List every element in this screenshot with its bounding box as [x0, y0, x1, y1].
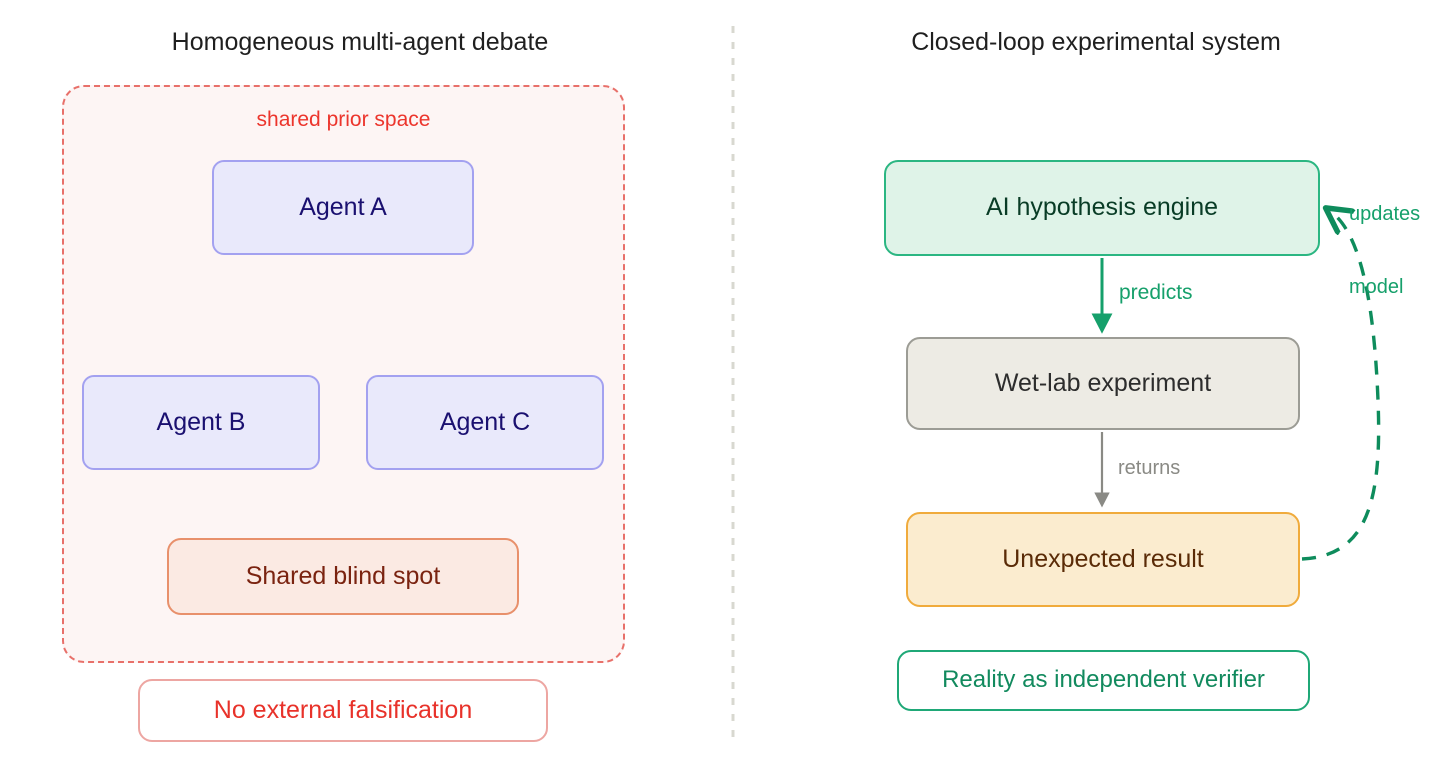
edge-label-updates-line1: updates — [1349, 202, 1421, 225]
node-wet-lab-experiment[interactable]: Wet-lab experiment — [906, 337, 1300, 430]
node-ai-hypothesis-engine[interactable]: AI hypothesis engine — [884, 160, 1320, 256]
node-agent-c[interactable]: Agent C — [366, 375, 604, 470]
node-reality-as-independent-verifier[interactable]: Reality as independent verifier — [897, 650, 1310, 711]
right-panel-title: Closed-loop experimental system — [911, 28, 1281, 56]
shared-prior-space-label: shared prior space — [256, 108, 431, 131]
edge-label-predicts: predicts — [1119, 281, 1193, 304]
edge-label-updates-model: updates model — [1349, 153, 1420, 348]
node-agent-b[interactable]: Agent B — [82, 375, 320, 470]
edge-label-updates-line2: model — [1349, 275, 1404, 298]
node-no-external-falsification[interactable]: No external falsification — [138, 679, 548, 742]
node-agent-a[interactable]: Agent A — [212, 160, 474, 255]
edge-label-returns: returns — [1118, 457, 1181, 479]
node-unexpected-result[interactable]: Unexpected result — [906, 512, 1300, 607]
left-panel-title: Homogeneous multi-agent debate — [171, 28, 549, 56]
node-shared-blind-spot[interactable]: Shared blind spot — [167, 538, 519, 615]
